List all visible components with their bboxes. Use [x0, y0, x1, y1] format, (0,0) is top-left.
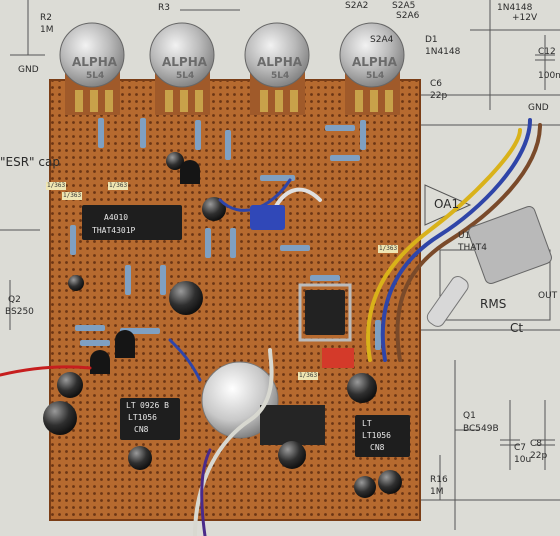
label-c8-value: 22p [530, 451, 548, 461]
op-amp-left [120, 398, 180, 440]
cap-tag-1: 1/363 [62, 192, 83, 200]
pot-label-2: ALPHA [162, 55, 208, 69]
label-c7-value: 10u [514, 455, 532, 465]
heatsink [260, 405, 325, 445]
label-diode1: 1N4148 [497, 3, 533, 13]
label-gnd-right: GND [528, 103, 549, 113]
op-amp-left-suffix: CN8 [134, 425, 149, 434]
toggle-switch [426, 206, 552, 327]
op-amp-left-brand: LT [126, 401, 136, 410]
pot-code-4: 5L4 [366, 71, 385, 81]
cap-tag-3: 1/363 [46, 182, 67, 190]
label-q2: Q2 [8, 295, 21, 305]
metal-can [201, 361, 279, 439]
label-s2a5: S2A5 [392, 1, 416, 11]
op-amp-right-label: LT1056 [362, 431, 391, 440]
label-s2a6: S2A6 [396, 11, 420, 21]
label-s2a4: S2A4 [370, 35, 394, 45]
label-d1: D1 [425, 35, 438, 45]
that-chip-label: THAT4301P [92, 226, 136, 235]
electrolytic-capacitors [43, 152, 402, 498]
label-c12-value: 100n [538, 71, 560, 81]
op-amp-right-suffix: CN8 [370, 443, 385, 452]
transistor [180, 160, 200, 184]
label-that4: THAT4 [458, 243, 487, 253]
potentiometers [59, 22, 405, 115]
trimmer [250, 205, 285, 230]
cap-tag-5: 1/363 [298, 372, 319, 380]
pot-code-2: 5L4 [176, 71, 195, 81]
cap-tag-2: 1/363 [108, 182, 129, 190]
op-amp-right-brand: LT [362, 419, 372, 428]
op-amp-right [355, 415, 410, 457]
transistor [90, 350, 110, 374]
label-s2a2: S2A2 [345, 1, 369, 11]
red-capacitor [322, 348, 354, 368]
label-r3: R3 [158, 3, 170, 13]
that-chip [82, 205, 182, 240]
label-c12: C12 [538, 47, 556, 57]
that-chip-code: A4010 [104, 213, 129, 222]
op-amp-left-label: LT1056 [128, 413, 157, 422]
label-gnd-left: GND [18, 65, 39, 75]
label-c7: C7 [514, 443, 527, 453]
label-out: OUT [538, 291, 558, 301]
op-amp-left-code: 0926 B [140, 401, 169, 410]
label-plus12v: +12V [512, 13, 538, 23]
label-r2: R2 [40, 13, 52, 23]
transistor [115, 330, 135, 358]
label-rms: RMS [480, 297, 507, 311]
pot-label-4: ALPHA [352, 55, 398, 69]
label-r2-value: 1M [40, 25, 54, 35]
label-bs250: BS250 [5, 307, 34, 317]
label-diode2: 1N4148 [425, 47, 461, 57]
pot-label-3: ALPHA [257, 55, 303, 69]
label-q1: Q1 [463, 411, 476, 421]
pot-code-3: 5L4 [271, 71, 290, 81]
pot-label-1: ALPHA [72, 55, 118, 69]
label-esr-cap: "ESR" cap [0, 155, 60, 169]
label-oa1: OA1 [434, 197, 460, 211]
label-r16: R16 [430, 475, 448, 485]
label-c6-value: 22p [430, 91, 448, 101]
pot-code-1: 5L4 [86, 71, 105, 81]
op-amp-middle [305, 290, 345, 335]
label-u1: U1 [458, 231, 471, 241]
chip-socket [298, 283, 352, 342]
label-r16-value: 1M [430, 487, 444, 497]
label-c6: C6 [430, 79, 443, 89]
cap-tag-4: 1/363 [378, 245, 399, 253]
label-bc549b: BC549B [463, 424, 499, 434]
label-c8: C8 [530, 439, 543, 449]
label-ct: Ct [510, 321, 524, 335]
